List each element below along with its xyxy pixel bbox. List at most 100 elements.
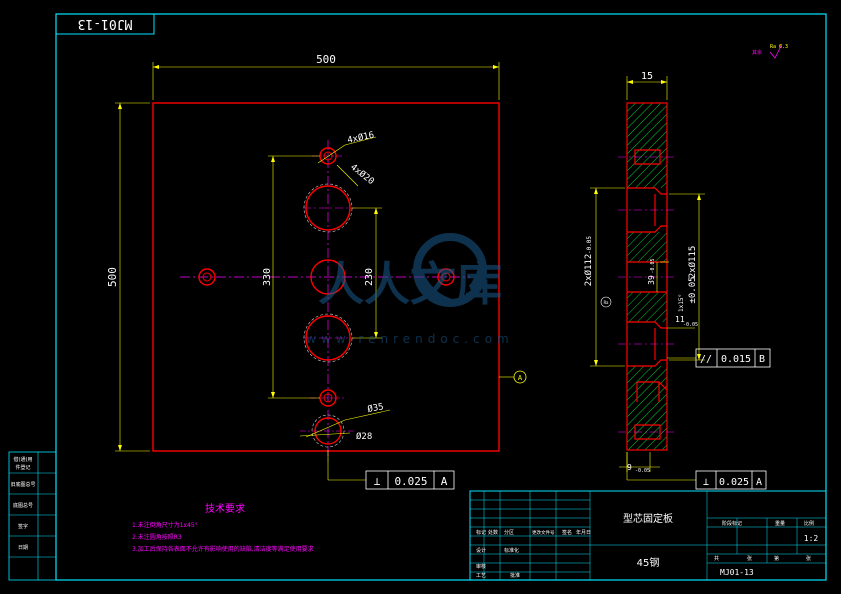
tb-row-label-1: 标记 xyxy=(476,529,486,536)
watermark: 人人文库 www.renrendoc.com xyxy=(306,233,513,346)
left-label-1: 借(通)用 xyxy=(14,456,33,463)
side-view: 15 2xØ112 -0.05 2xØ115 ±0.05 39 -0.05 11… xyxy=(583,71,771,490)
part-name: 型芯固定板 xyxy=(623,512,673,525)
tb-header-1: 阶段标记 xyxy=(722,520,742,527)
dim-1x15: 1x15° xyxy=(678,294,685,312)
dim-2x112-tol: -0.05 xyxy=(586,236,593,254)
technical-notes: 技术要求 1.未注倒角尺寸为1x45° 2.未注圆角按照R3 3.加工后保持各表… xyxy=(132,502,314,553)
watermark-logo-ring xyxy=(413,233,487,307)
section-hatch-mid1 xyxy=(627,232,667,262)
screw-hole-bottom-inner xyxy=(323,393,333,403)
screw-hole-right-inner xyxy=(441,272,451,282)
dim-4x20: 4xØ20 xyxy=(348,162,376,187)
drawing-number-flipped: MJ01-13 xyxy=(78,16,133,31)
tolerance-datum: A xyxy=(441,475,448,488)
core-hole-outer xyxy=(311,414,345,448)
left-label-6: 日期 xyxy=(18,545,28,551)
watermark-text: 人人文库 xyxy=(318,257,502,311)
dim-39: 39 xyxy=(647,275,656,285)
tb-header-3: 比例 xyxy=(804,520,814,527)
section-hatch-top xyxy=(627,103,667,188)
screw-hole-left xyxy=(198,268,216,286)
datum-circle xyxy=(513,370,527,384)
tb-row-label-2: 处数 xyxy=(488,529,498,536)
parallel-datum: B xyxy=(759,354,765,365)
title-block: 标记 处数 分区 更改文件号 签名 年月日 设计 标准化 审核 工艺 批准 型芯… xyxy=(469,490,827,581)
perp-value: 0.025 xyxy=(719,477,749,488)
perp-datum: A xyxy=(756,477,762,488)
tolerance-value: 0.025 xyxy=(394,475,427,488)
width-dimension: 500 xyxy=(316,53,336,66)
surface-roughness-icon xyxy=(769,43,783,59)
tb-approval-1: 设计 xyxy=(476,547,486,554)
section-hatch-bottom xyxy=(627,366,667,450)
side-arrowheads xyxy=(594,80,701,366)
large-hole-3 xyxy=(305,315,351,361)
tb-bottom-2: 张 xyxy=(747,555,752,562)
tech-note-1: 1.未注倒角尺寸为1x45° xyxy=(132,521,198,529)
dim-9: 9 xyxy=(627,463,632,472)
dim-2x115: 2xØ115 xyxy=(687,246,698,279)
core-hole xyxy=(314,417,342,445)
left-label-3: 旧底图总号 xyxy=(10,481,35,488)
dim-9-tol: -0.05 xyxy=(635,468,650,474)
dim-230: 230 xyxy=(364,268,375,286)
side-centerlines xyxy=(618,156,676,433)
tb-bottom-3: 第 xyxy=(774,555,779,562)
tb-row-label-3: 分区 xyxy=(504,529,514,536)
left-label-5: 签字 xyxy=(18,523,28,530)
dim-39-tol: -0.05 xyxy=(650,258,656,273)
screw-hole-left-inner xyxy=(202,272,212,282)
tb-approval-5: 批准 xyxy=(510,572,520,579)
side-datum-label: Ra xyxy=(604,300,609,305)
plate-outline xyxy=(152,102,500,452)
surface-mark-label: 其余 xyxy=(752,49,762,56)
perp-symbol: ⊥ xyxy=(703,477,709,488)
dim-28: Ø28 xyxy=(356,431,372,442)
tb-approval-4: 工艺 xyxy=(476,573,486,579)
side-dimensions xyxy=(590,76,705,481)
dim-35: Ø35 xyxy=(367,401,385,415)
dim-2x112: 2xØ112 xyxy=(583,254,594,287)
parallel-value: 0.015 xyxy=(721,354,751,365)
dim-2x115-tol: ±0.05 xyxy=(688,276,698,303)
dim-11: 11 xyxy=(675,315,685,324)
large-hole-2 xyxy=(310,259,346,295)
tech-notes-title: 技术要求 xyxy=(205,502,245,515)
datum-label: A xyxy=(518,374,523,382)
tb-row-label-5: 签名 xyxy=(562,529,572,536)
dim-4x16: 4xØ16 xyxy=(346,130,375,146)
side-datum-circle xyxy=(600,296,612,308)
front-dimensions xyxy=(115,62,500,452)
parallel-frame xyxy=(695,348,771,368)
scale: 1:2 xyxy=(804,534,819,543)
large-hole-1 xyxy=(305,185,351,231)
tb-row-label-6: 年月日 xyxy=(576,529,591,536)
section-hatch-mid2 xyxy=(627,292,667,322)
tb-row-label-4: 更改文件号 xyxy=(532,529,555,536)
tb-approval-3: 审核 xyxy=(476,563,486,570)
screw-hole-top-inner xyxy=(323,151,333,161)
tb-bottom-1: 共 xyxy=(714,555,719,562)
watermark-url: www.renrendoc.com xyxy=(306,332,513,346)
thickness-dimension: 15 xyxy=(641,71,653,82)
screw-hole-right xyxy=(437,268,455,286)
dim-330: 330 xyxy=(262,268,273,286)
left-label-2: 件登记 xyxy=(15,464,30,471)
tech-note-3: 3.加工后保持各表面不允许有影响使用的缺陷,清洁度等满足使用要求 xyxy=(132,545,314,553)
parallel-symbol: // xyxy=(700,354,712,365)
outer-border xyxy=(55,13,827,581)
tb-header-2: 重量 xyxy=(775,520,785,527)
material: 45钢 xyxy=(637,556,660,569)
tb-approval-2: 标准化 xyxy=(504,547,519,554)
dim-11-tol: -0.05 xyxy=(683,322,698,328)
front-arrowheads xyxy=(118,65,499,451)
surface-mark-value: Ra 6.3 xyxy=(770,44,788,50)
side-outline xyxy=(626,102,668,451)
tb-bottom-4: 张 xyxy=(806,555,811,562)
drawing-code: MJ01-13 xyxy=(720,568,754,577)
tolerance-frame xyxy=(365,470,455,490)
tech-note-2: 2.未注圆角按照R3 xyxy=(132,533,182,541)
